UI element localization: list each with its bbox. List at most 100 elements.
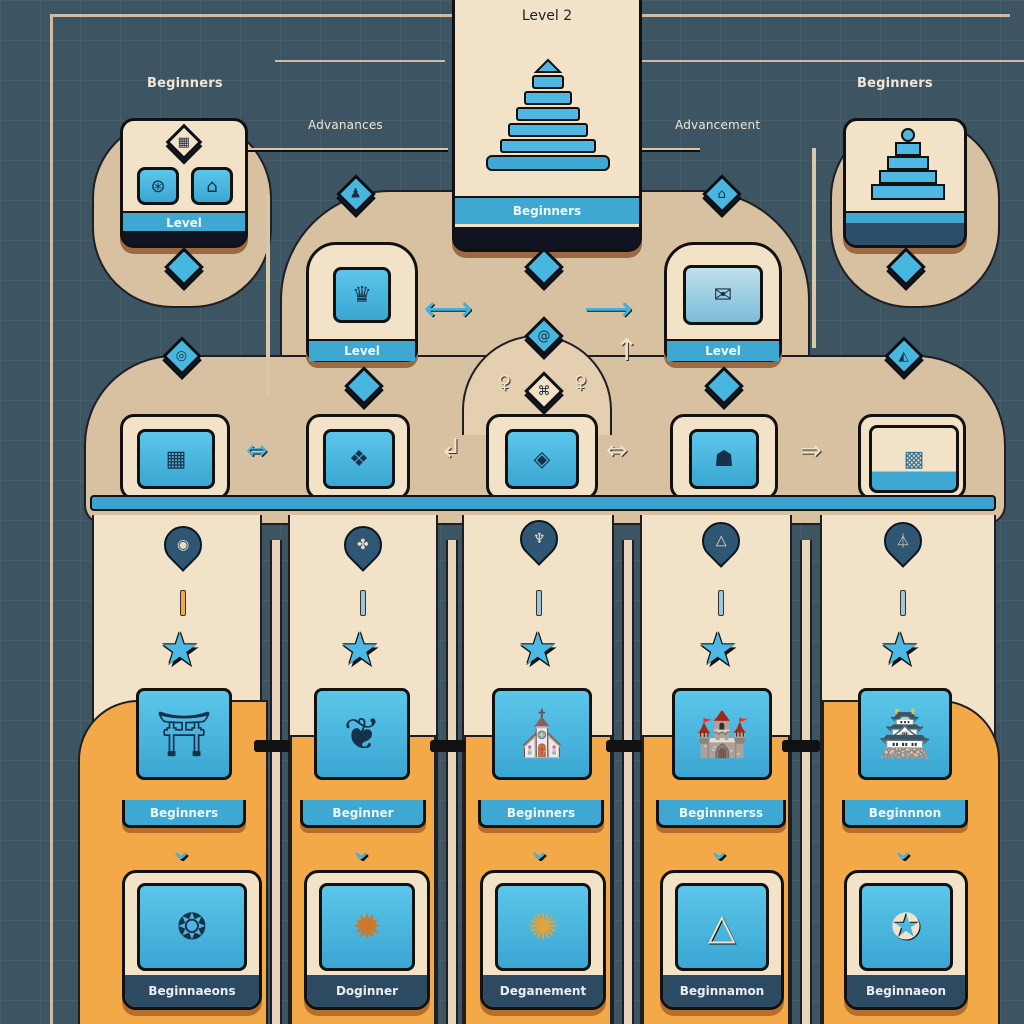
top-center-card[interactable]: Level 2 Beginners xyxy=(452,0,642,252)
tile-glyph: ▩ xyxy=(903,446,925,472)
column-2-bottom-card[interactable]: ✹ Doginner xyxy=(304,870,430,1010)
arrow-left-icon: ⟷ xyxy=(424,289,473,329)
column-2-bottom-label: Doginner xyxy=(307,975,427,1007)
column-4-star-icon[interactable]: ★ xyxy=(698,624,738,675)
column-4-bottom-card[interactable]: △ Beginnamon xyxy=(660,870,784,1010)
totem-icon: ☗ xyxy=(689,429,759,489)
pattern-icon: ▦ xyxy=(137,429,215,489)
column-3-bottom-card[interactable]: ✺ Deganement xyxy=(480,870,606,1010)
side-connector xyxy=(430,740,466,752)
column-3-label[interactable]: Beginners xyxy=(478,800,604,828)
column-3-star-icon[interactable]: ★ xyxy=(518,624,558,675)
card-footer xyxy=(455,227,639,249)
card-footer xyxy=(846,223,964,245)
connector-top-right xyxy=(640,148,700,152)
column-2-chevron-icon: ⌄ xyxy=(350,836,372,866)
column-divider xyxy=(622,540,634,1024)
tree-icon[interactable]: ❦ xyxy=(314,688,410,780)
cathedral-icon[interactable]: ⛪ xyxy=(492,688,592,780)
column-4-chevron-icon: ⌄ xyxy=(708,836,730,866)
caption-beginners-left: Beginners xyxy=(147,76,223,91)
pin-glyph: ⏃ xyxy=(896,534,910,550)
pyramid-icon xyxy=(483,58,613,188)
bottom-glyph: ✹ xyxy=(351,906,383,948)
left-bulb-icon: ♀ xyxy=(498,372,512,393)
arch-icon: ⌂ xyxy=(191,167,233,205)
column-4-label[interactable]: Beginnnerss xyxy=(656,800,786,828)
tile-glyph: ❖ xyxy=(349,446,369,472)
image-glyph: 🏰 xyxy=(694,709,750,760)
column-2-star-icon[interactable]: ★ xyxy=(340,624,380,675)
mosaic-diamond-icon: ▦ xyxy=(165,123,203,161)
column-divider xyxy=(800,540,812,1024)
connector-left-vert xyxy=(266,195,270,395)
flower-icon: ✺ xyxy=(495,883,591,971)
side-connector xyxy=(782,740,820,752)
top-left-card-label: Level xyxy=(123,211,245,233)
mid-left-card[interactable]: ♛ Level xyxy=(306,242,418,362)
tile-glyph: ▦ xyxy=(165,446,187,472)
column-5-star-icon[interactable]: ★ xyxy=(880,624,920,675)
caption-advances-left: Advanances xyxy=(308,118,383,132)
column-5-bottom-label: Beginnaeon xyxy=(847,975,965,1007)
column-1-label[interactable]: Beginners xyxy=(122,800,246,828)
row-tile-card-4[interactable]: ☗ xyxy=(670,414,778,500)
eye-icon: ◈ xyxy=(505,429,579,489)
image-glyph: 🏯 xyxy=(877,709,933,760)
column-2-label[interactable]: Beginner xyxy=(300,800,426,828)
row-tile-card-2[interactable]: ❖ xyxy=(306,414,410,500)
village-icon[interactable]: 🏯 xyxy=(858,688,952,780)
column-5-label[interactable]: Beginnnon xyxy=(842,800,968,828)
side-connector xyxy=(254,740,290,752)
sun-icon: ✹ xyxy=(319,883,415,971)
column-5-chevron-icon: ⌄ xyxy=(892,836,914,866)
palace-icon[interactable]: 🏰 xyxy=(672,688,772,780)
card-footer xyxy=(123,231,245,245)
caption-beginners-right: Beginners xyxy=(857,76,933,91)
column-5-bottom-card[interactable]: ✪ Beginnaeon xyxy=(844,870,968,1010)
column-3-stem xyxy=(536,590,542,616)
top-center-title: Level 2 xyxy=(521,8,573,24)
column-4-bottom-label: Beginnamon xyxy=(663,975,781,1007)
image-glyph: ⛩ xyxy=(156,709,212,760)
top-center-card-label: Beginners xyxy=(455,196,639,224)
row-tile-card-5[interactable]: ▩ xyxy=(858,414,966,500)
column-4-stem xyxy=(718,590,724,616)
pin-glyph: ♆ xyxy=(532,531,546,547)
image-glyph: ❦ xyxy=(343,708,381,760)
pyramid-icon xyxy=(868,127,948,207)
shelf-bar xyxy=(90,495,996,511)
arrow-up-icon: ↑ xyxy=(614,333,640,368)
bottom-glyph: △ xyxy=(708,906,736,948)
column-1-chevron-icon: ⌄ xyxy=(170,836,192,866)
column-1-stem xyxy=(180,590,186,616)
frame-left-line xyxy=(50,14,53,1024)
row-tile-card-3[interactable]: ◈ xyxy=(486,414,598,500)
row-arrow-1: ⇔ xyxy=(246,436,268,466)
column-1-bottom-card[interactable]: ❂ Beginnaeons xyxy=(122,870,262,1010)
pin-glyph: ✤ xyxy=(357,537,369,554)
top-right-card[interactable] xyxy=(843,118,967,248)
column-1-star-icon[interactable]: ★ xyxy=(160,624,200,675)
temple-gate-icon[interactable]: ⛩ xyxy=(136,688,232,780)
bottom-glyph: ❂ xyxy=(176,906,208,948)
mid-right-card[interactable]: ✉ Level xyxy=(664,242,782,362)
trophy-icon: ♛ xyxy=(333,267,391,323)
column-5-stem xyxy=(900,590,906,616)
tile-glyph: ☗ xyxy=(714,446,734,472)
image-glyph: ⛪ xyxy=(514,709,570,760)
top-left-card[interactable]: ▦ ⊛ ⌂ Level xyxy=(120,118,248,248)
ornament-icon: ❖ xyxy=(323,429,395,489)
side-connector xyxy=(606,740,642,752)
column-3-chevron-icon: ⌄ xyxy=(528,836,550,866)
connector-right-vert xyxy=(812,148,816,348)
row-tile-card-1[interactable]: ▦ xyxy=(120,414,230,500)
right-bulb-icon: ♀ xyxy=(574,372,588,393)
frame-mid-line-left xyxy=(275,60,445,62)
top-right-card-label xyxy=(846,211,964,223)
bottom-glyph: ✪ xyxy=(890,906,922,948)
column-divider xyxy=(270,540,282,1024)
caption-advancement-right: Advancement xyxy=(675,118,761,132)
frame-mid-line xyxy=(640,60,1024,62)
column-2-stem xyxy=(360,590,366,616)
